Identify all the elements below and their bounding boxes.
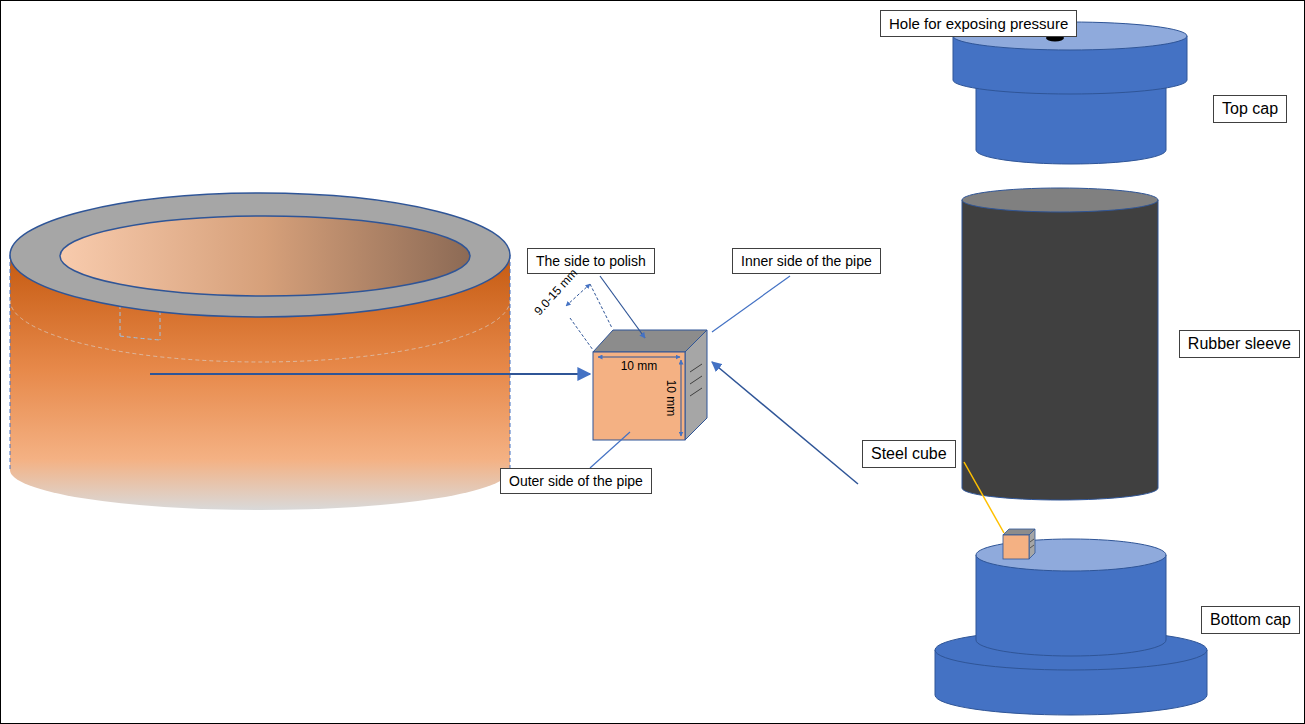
dimension-label: 10 mm [664,380,678,417]
label-box: The side to polish [527,248,655,274]
label-box: Bottom cap [1201,606,1300,634]
label-text: Hole for exposing pressure [889,15,1068,32]
label-box: Hole for exposing pressure [880,10,1077,37]
steel-cube-detail [566,284,707,440]
leader-line [590,432,630,468]
dimension-label: 10 mm [621,359,658,373]
label-text: Bottom cap [1210,611,1291,629]
rubber-sleeve [962,188,1158,500]
arrow [150,373,590,375]
label-text: Rubber sleeve [1188,335,1291,353]
label-text: Top cap [1222,100,1278,118]
label-box: Rubber sleeve [1179,330,1300,358]
top-cap [953,22,1187,164]
label-box: Inner side of the pipe [732,248,881,274]
bottom-cap [935,529,1207,715]
label-text: Outer side of the pipe [509,473,643,489]
label-box: Top cap [1213,95,1287,123]
label-text: Steel cube [871,445,947,463]
leader-line [712,362,858,484]
label-text: Inner side of the pipe [741,253,872,269]
label-text: The side to polish [536,253,646,269]
leader-line [964,462,1004,533]
leader-line [712,276,790,332]
label-box: Steel cube [862,440,956,468]
label-box: Outer side of the pipe [500,468,652,494]
leader-line [600,276,645,338]
pipe [10,193,510,510]
